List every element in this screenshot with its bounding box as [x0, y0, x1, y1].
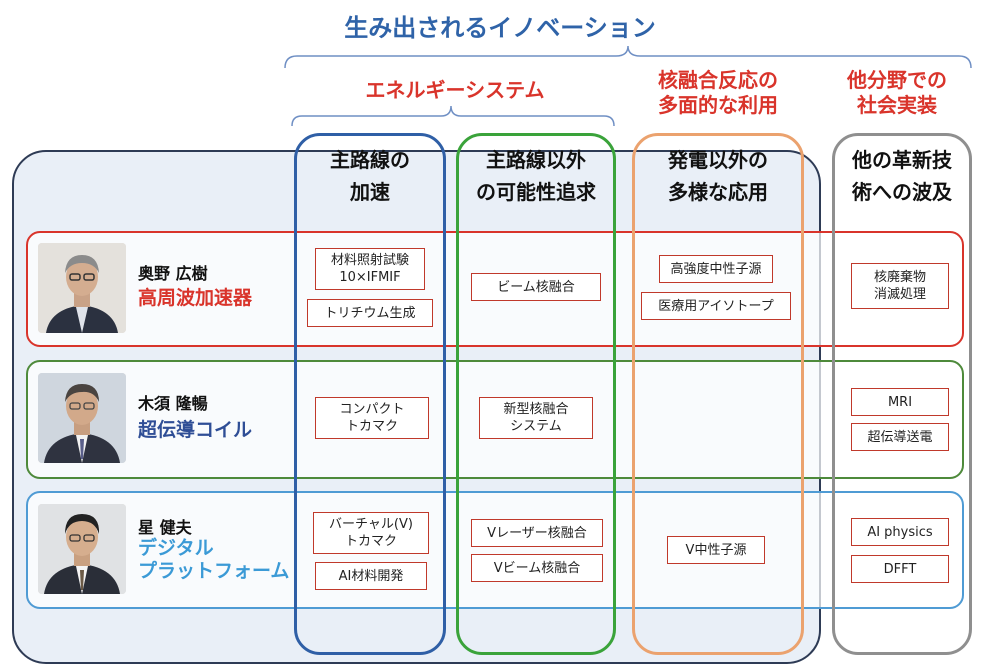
item-material-irradiation: 材料照射試験 10×IFMIF [315, 248, 425, 290]
row-hoshi [26, 491, 964, 609]
avatar-hoshi [38, 504, 126, 594]
item-v-laser-fusion: Vレーザー核融合 [471, 519, 603, 547]
category-energy: エネルギーシステム [365, 78, 545, 102]
person-name-okuno: 奥野 広樹 [138, 264, 208, 283]
item-waste-transmutation: 核廃棄物 消滅処理 [851, 263, 949, 309]
item-ai-physics: AI physics [851, 518, 949, 546]
item-beam-fusion: ビーム核融合 [471, 273, 601, 301]
person-name-hoshi: 星 健夫 [138, 518, 192, 537]
topic-superconducting-coil: 超伝導コイル [138, 419, 253, 441]
energy-brace [291, 105, 615, 127]
column-alternative [456, 133, 616, 655]
item-virtual-tokamak: バーチャル(V) トカマク [313, 512, 429, 554]
item-ai-materials: AI材料開発 [315, 562, 427, 590]
column-non-power [632, 133, 804, 655]
item-mri: MRI [851, 388, 949, 416]
column-header-non-power: 発電以外の 多様な応用 [668, 148, 768, 204]
topic-digital-platform: デジタル プラットフォーム [138, 537, 290, 582]
item-medical-isotope: 医療用アイソトープ [641, 292, 791, 320]
diagram-title: 生み出されるイノベーション [344, 14, 656, 42]
column-main-acceleration [294, 133, 446, 655]
item-neutron-source: 高強度中性子源 [659, 255, 773, 283]
item-compact-tokamak: コンパクト トカマク [315, 397, 429, 439]
person-name-kiss: 木須 隆暢 [138, 394, 208, 413]
avatar-okuno [38, 243, 126, 333]
item-v-neutron-source: V中性子源 [667, 536, 765, 564]
topic-rf-accelerator: 高周波加速器 [138, 287, 253, 309]
category-fusion: 核融合反応の 多面的な利用 [658, 68, 778, 117]
item-superconducting-transmission: 超伝導送電 [851, 423, 949, 451]
column-header-alternative: 主路線以外 の可能性追求 [476, 148, 596, 204]
column-other-tech [832, 133, 972, 655]
item-dfft: DFFT [851, 555, 949, 583]
item-new-fusion-system: 新型核融合 システム [479, 397, 593, 439]
avatar-kiss [38, 373, 126, 463]
item-tritium: トリチウム生成 [307, 299, 433, 327]
innovation-brace [284, 45, 972, 69]
column-header-main: 主路線の 加速 [330, 148, 410, 204]
category-society: 他分野での 社会実装 [847, 68, 947, 117]
item-v-beam-fusion: Vビーム核融合 [471, 554, 603, 582]
column-header-other-tech: 他の革新技 術への波及 [852, 148, 952, 204]
